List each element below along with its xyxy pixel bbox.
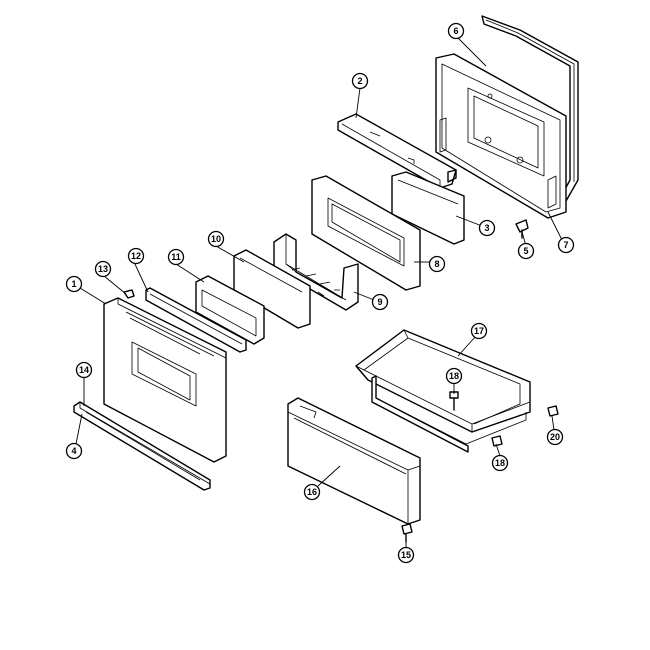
callout-12: 12 [127, 247, 145, 265]
svg-text:15: 15 [401, 550, 411, 560]
callout-15: 15 [397, 546, 415, 564]
svg-text:16: 16 [307, 487, 317, 497]
callout-1: 1 [65, 275, 83, 293]
callout-14: 14 [75, 361, 93, 379]
svg-text:7: 7 [563, 240, 568, 250]
svg-text:18: 18 [449, 371, 459, 381]
svg-text:4: 4 [71, 446, 76, 456]
door-top-bracket [337, 113, 457, 189]
window-frame-8 [311, 175, 421, 291]
window-glass-11 [195, 275, 265, 345]
callout-2: 2 [351, 72, 369, 90]
callout-13: 13 [94, 260, 112, 278]
svg-text:5: 5 [523, 246, 528, 256]
leader-lines [75, 37, 563, 548]
svg-text:9: 9 [377, 297, 382, 307]
callout-16: 16 [303, 483, 321, 501]
callout-17: 17 [470, 322, 488, 340]
svg-text:12: 12 [131, 251, 141, 261]
callout-18-right: 18 [491, 454, 509, 472]
bumper-part-20 [547, 405, 559, 417]
svg-text:13: 13 [98, 264, 108, 274]
inner-door-panel [435, 53, 567, 219]
callout-5: 5 [517, 242, 535, 260]
callout-18-drawer: 18 [445, 367, 463, 385]
callout-20: 20 [546, 428, 564, 446]
svg-text:8: 8 [434, 259, 439, 269]
svg-text:3: 3 [484, 223, 489, 233]
svg-text:20: 20 [550, 432, 560, 442]
svg-text:14: 14 [79, 365, 89, 375]
svg-text:6: 6 [453, 26, 458, 36]
screw-part-18-right [491, 435, 503, 447]
drawer-front-16 [287, 397, 421, 525]
callout-3: 3 [478, 219, 496, 237]
heat-shield-9 [273, 233, 359, 311]
svg-text:2: 2 [357, 76, 362, 86]
svg-text:18: 18 [495, 458, 505, 468]
screw-part-13 [123, 289, 135, 299]
callout-9: 9 [371, 293, 389, 311]
callout-6: 6 [447, 22, 465, 40]
storage-drawer-17 [355, 329, 531, 453]
bottom-trim-rail [73, 401, 211, 491]
callout-10: 10 [207, 230, 225, 248]
svg-text:1: 1 [71, 279, 76, 289]
callout-7: 7 [557, 236, 575, 254]
door-trim-12 [145, 287, 247, 353]
callout-4: 4 [65, 442, 83, 460]
screw-part-5 [515, 219, 529, 239]
screw-part-15 [401, 523, 413, 543]
screw-part-18-drawer [449, 391, 459, 411]
outer-door-panel [103, 297, 227, 463]
svg-text:11: 11 [171, 252, 181, 262]
callout-8: 8 [428, 255, 446, 273]
svg-text:17: 17 [474, 326, 484, 336]
svg-text:10: 10 [211, 234, 221, 244]
callout-11: 11 [167, 248, 185, 266]
